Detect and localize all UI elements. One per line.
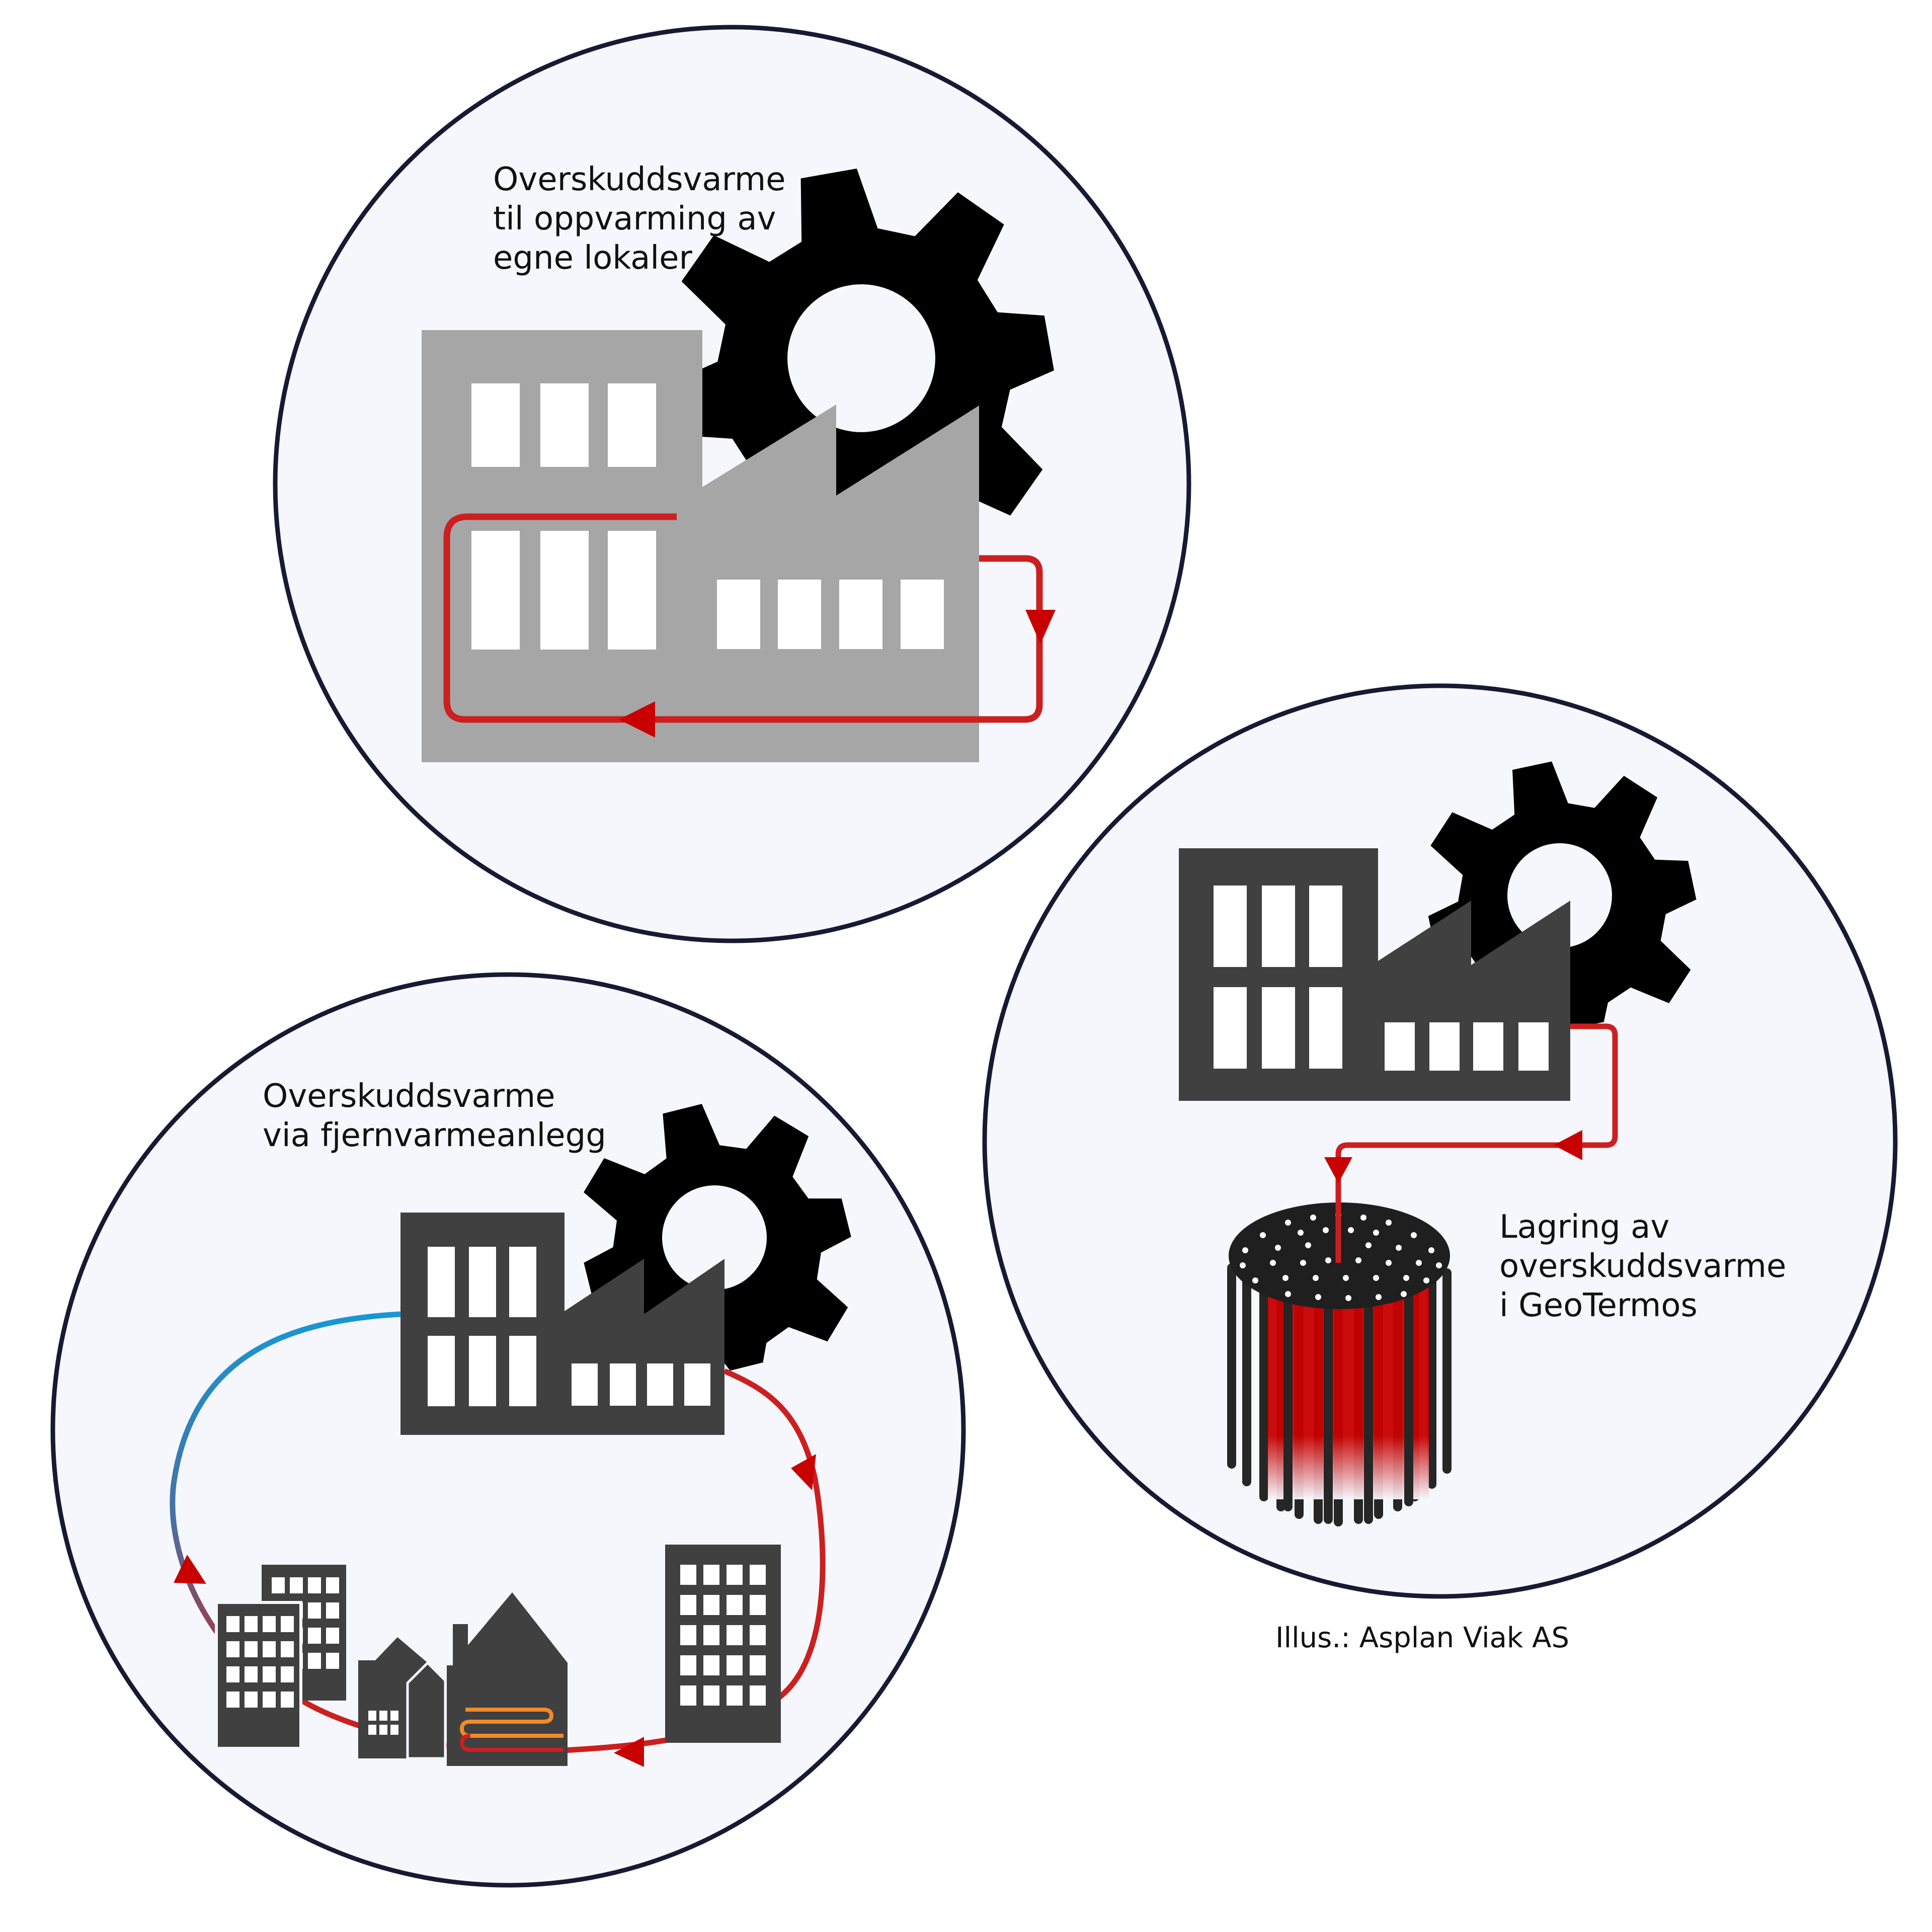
consumer-buildings (215, 1545, 781, 1766)
label-district-heating: Overskuddsvarme via fjernvarmeanlegg (263, 1077, 606, 1155)
flow-arrow-icon (619, 701, 655, 738)
floor-heating-coil (459, 1708, 564, 1738)
label-line: overskuddsvarme (1499, 1248, 1787, 1285)
flow-arrow-icon (1025, 610, 1056, 644)
office-building-icon (215, 1601, 302, 1750)
heat-pipe-to-storage (1324, 1023, 1618, 1263)
label-internal-heating: Overskuddsvarme til oppvarming av egne l… (493, 160, 786, 278)
label-line: til oppvarming av (493, 200, 776, 238)
scenario-circle-geotermos (982, 683, 1898, 1599)
illustration-credit: Illus.: Asplan Viak AS (1275, 1622, 1570, 1654)
label-geotermos-storage: Lagring av overskuddsvarme i GeoTermos (1499, 1208, 1786, 1325)
house-icon (447, 1592, 568, 1766)
office-building-icon (665, 1545, 781, 1743)
factory-icon (400, 1213, 725, 1435)
label-line: via fjernvarmeanlegg (263, 1117, 606, 1155)
flow-arrow-icon (1554, 1130, 1582, 1160)
label-line: i GeoTermos (1499, 1287, 1698, 1325)
flow-arrow-icon (174, 1555, 206, 1584)
label-line: Overskuddsvarme (493, 161, 786, 198)
heat-loop-internal (443, 513, 1056, 738)
flow-arrow-icon (614, 1737, 644, 1767)
flow-arrow-icon (791, 1454, 816, 1490)
house-icon (358, 1637, 428, 1758)
label-line: Lagring av (1499, 1209, 1670, 1246)
label-line: egne lokaler (493, 239, 692, 277)
factory-icon (1179, 848, 1570, 1101)
house-icon (406, 1661, 447, 1760)
flow-arrow-icon (1324, 1157, 1352, 1183)
factory-icon (422, 330, 979, 762)
label-line: Overskuddsvarme (263, 1078, 555, 1115)
